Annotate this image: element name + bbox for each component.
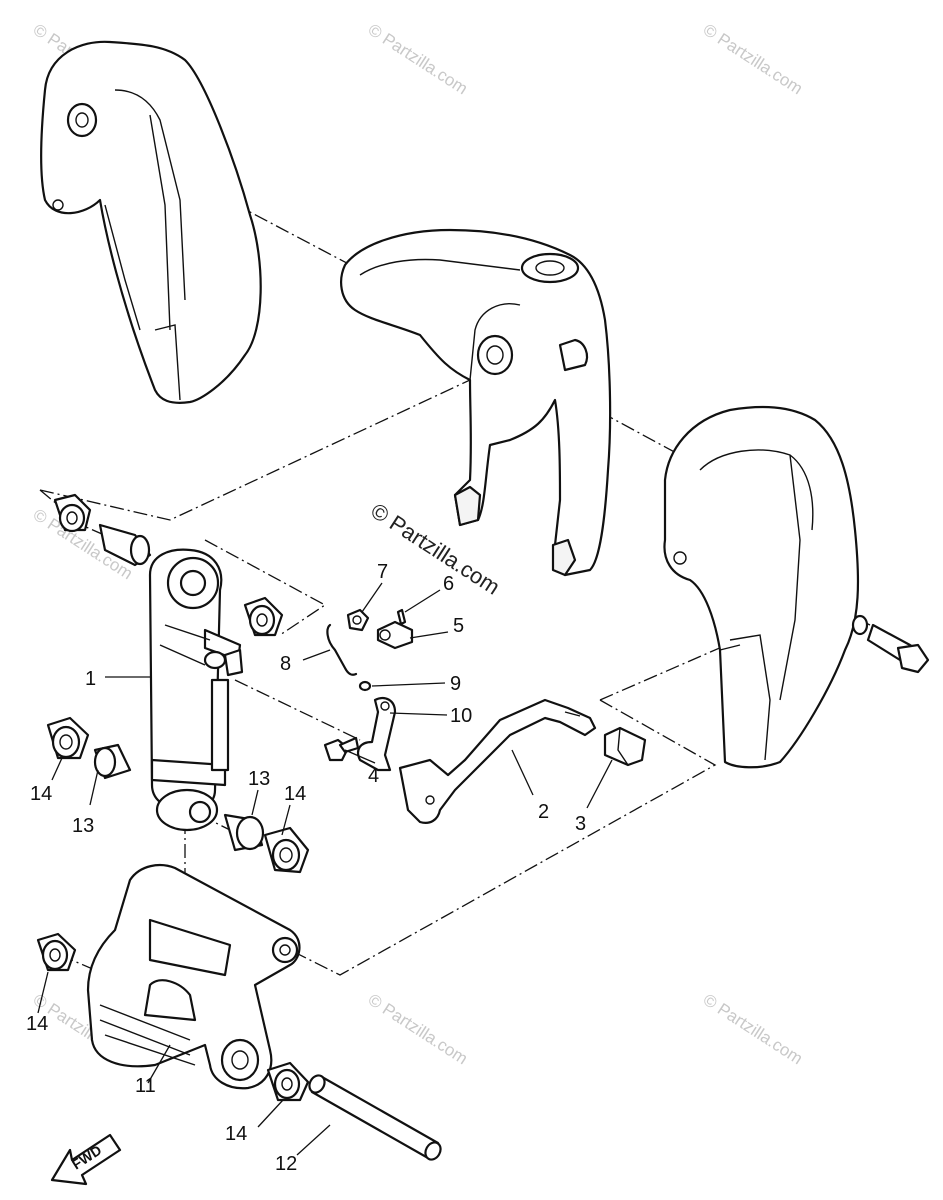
callout-9: 9: [450, 673, 461, 695]
grip-3: [603, 726, 647, 767]
clamp-bracket-right: [663, 405, 860, 769]
clamp-bracket-left: [40, 40, 262, 404]
callout-6: 6: [443, 573, 454, 595]
bushing-14-right: [263, 826, 310, 874]
leader-lines: [37, 582, 613, 1156]
callout-3: 3: [575, 813, 586, 835]
callout-14-right: 14: [284, 783, 306, 805]
callout-12: 12: [275, 1153, 297, 1175]
collar-13-left: [93, 743, 132, 780]
collar-13-right: [223, 813, 265, 852]
nut-7: [346, 608, 370, 632]
pin: [308, 1074, 442, 1161]
callout-5: 5: [453, 615, 464, 637]
bushing-14-lower-left: [36, 932, 77, 972]
callout-14-lower-left: 14: [26, 1013, 48, 1035]
bolt-right: [851, 614, 930, 674]
washer-9: [358, 680, 372, 692]
link-10: [356, 696, 397, 772]
tilt-support-bracket: [86, 864, 301, 1090]
callout-10: 10: [450, 705, 472, 727]
bushing-upper-right-cylinder: [243, 596, 284, 637]
callouts: 1 2 3 4 5 6 7 8 9 10 11 12 13 13 14 14 1…: [26, 561, 586, 1175]
callout-4: 4: [368, 765, 379, 787]
callout-1: 1: [85, 668, 96, 690]
callout-11: 11: [135, 1075, 156, 1097]
fwd-arrow-icon: FWD: [50, 1133, 122, 1186]
callout-13-left: 13: [72, 815, 94, 837]
callout-2: 2: [538, 801, 549, 823]
callout-14-left: 14: [30, 783, 52, 805]
callout-13-right: 13: [248, 768, 270, 790]
collar-upper-left: [98, 523, 152, 567]
tilt-cylinder: [148, 548, 244, 832]
bushing-14-upper-left: [53, 493, 92, 533]
callout-7: 7: [377, 561, 388, 583]
swivel-bracket: [340, 228, 612, 577]
rod-8: [326, 623, 358, 676]
bushing-14-left: [46, 716, 90, 760]
callout-8: 8: [280, 653, 291, 675]
bolt-4: [323, 736, 360, 762]
pivot-5: [376, 620, 414, 650]
tilt-lever-2: [398, 698, 597, 824]
callout-14-bottom: 14: [225, 1123, 247, 1145]
bushing-14-bottom: [266, 1061, 310, 1102]
pin-6: [396, 608, 407, 626]
